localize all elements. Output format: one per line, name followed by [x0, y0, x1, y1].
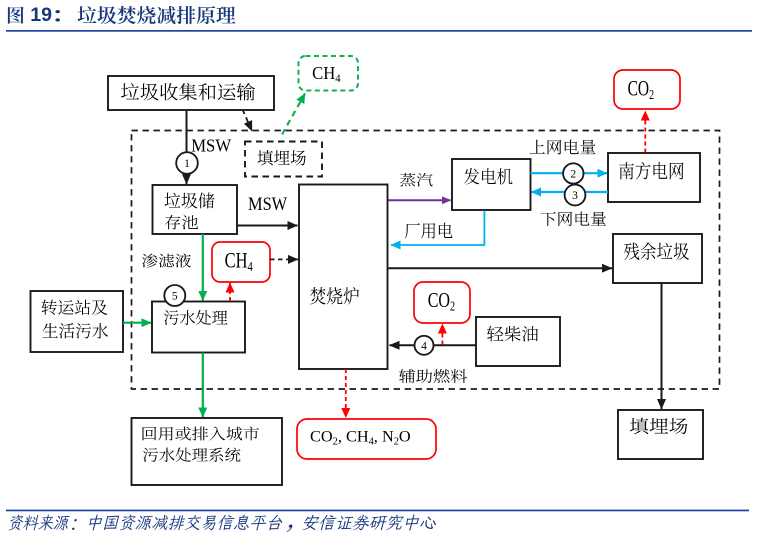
svg-text:CH4: CH4: [312, 63, 341, 85]
svg-text:MSW: MSW: [191, 136, 232, 155]
svg-text:19: 19: [30, 4, 52, 26]
svg-text:CH4: CH4: [225, 249, 254, 274]
svg-text:CO2: CO2: [428, 289, 455, 314]
svg-text:2: 2: [570, 169, 576, 181]
svg-text:3: 3: [572, 190, 578, 202]
svg-text:5: 5: [172, 291, 178, 303]
svg-text:MSW: MSW: [248, 193, 287, 214]
svg-text:CO2: CO2: [628, 77, 654, 102]
svg-text:CO2, CH4, N2O: CO2, CH4, N2O: [310, 427, 411, 448]
svg-text:1: 1: [184, 158, 190, 170]
svg-text:4: 4: [421, 340, 427, 352]
